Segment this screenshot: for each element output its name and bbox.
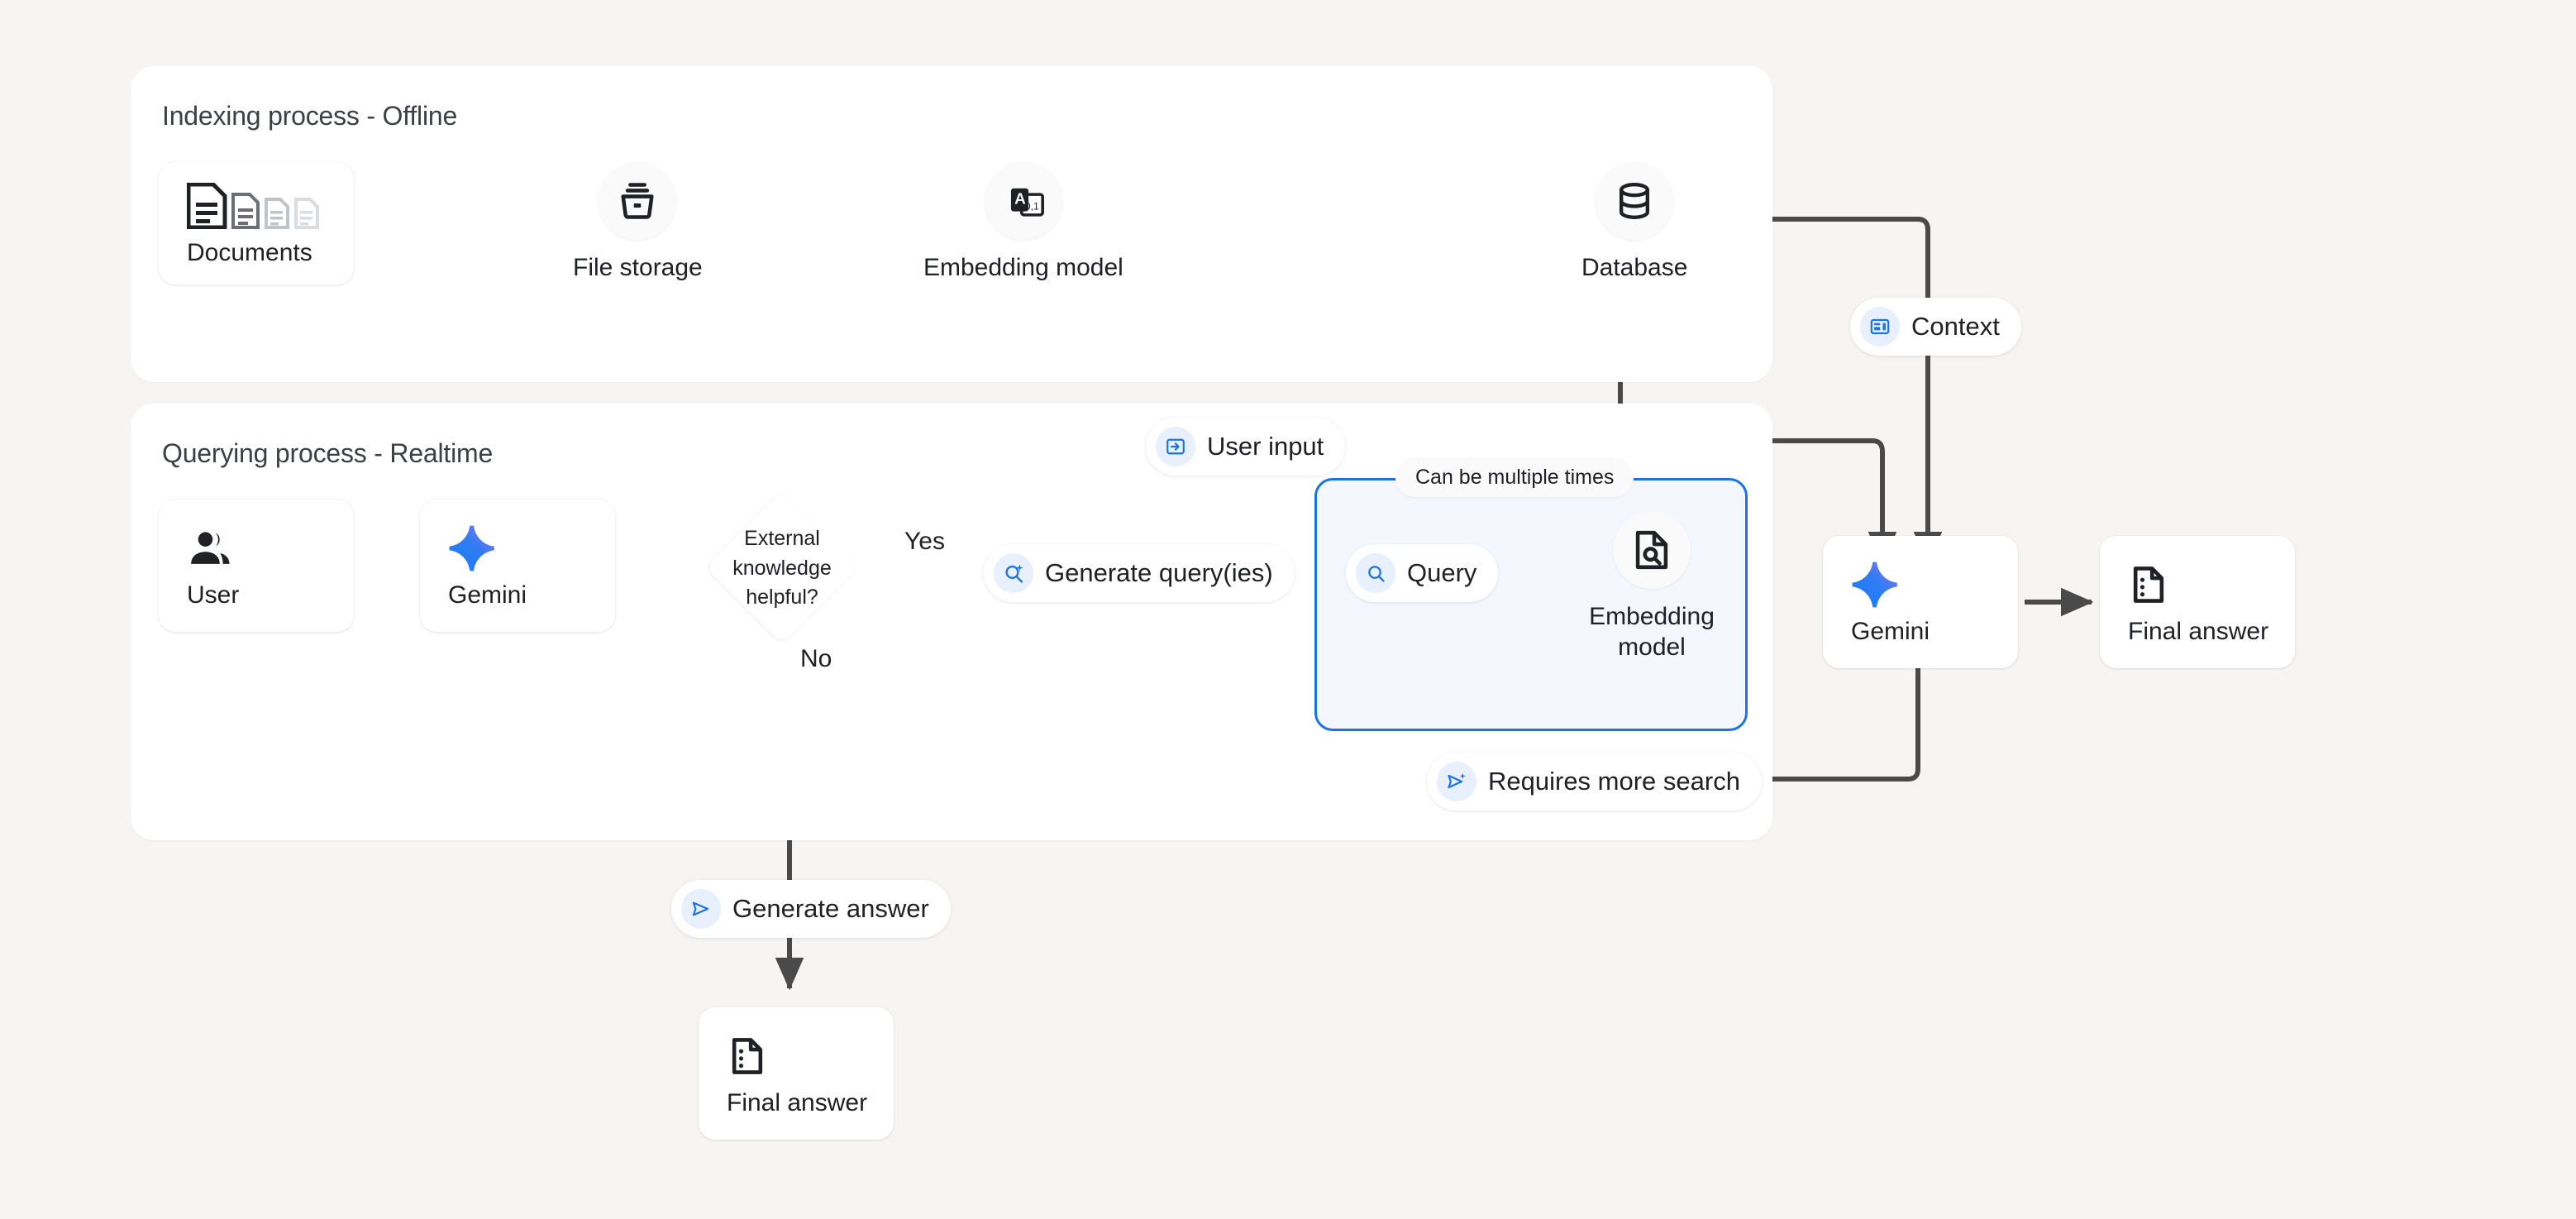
translate-a-01-icon: 0,1 A: [984, 162, 1062, 240]
pill-requires-more-search[interactable]: Requires more search: [1427, 753, 1762, 810]
node-gemini-2[interactable]: Gemini: [1823, 536, 2018, 668]
context-panel-icon: [1860, 307, 1900, 347]
panel-indexing-title: Indexing process - Offline: [162, 101, 458, 131]
pill-requires-more-search-label: Requires more search: [1488, 767, 1740, 796]
node-final-answer-2-label: Final answer: [727, 1089, 868, 1116]
node-embedding-model[interactable]: 0,1 A Embedding model: [923, 162, 1123, 284]
node-file-storage-label: File storage: [573, 254, 703, 281]
node-user[interactable]: User: [159, 500, 354, 632]
pill-generate-answer[interactable]: Generate answer: [671, 880, 951, 938]
node-final-answer[interactable]: Final answer: [2100, 536, 2295, 668]
search-sparkle-icon: [994, 553, 1033, 593]
pill-generate-answer-label: Generate answer: [732, 894, 929, 923]
send-icon: [681, 889, 721, 929]
branch-label-yes: Yes: [904, 528, 945, 555]
send-sparkle-icon: [1437, 762, 1476, 801]
branch-label-no: No: [800, 645, 832, 672]
loop-note-label: Can be multiple times: [1415, 466, 1615, 489]
node-gemini-1[interactable]: Gemini: [420, 500, 615, 632]
answer-doc-icon: [727, 1030, 894, 1083]
user-group-icon: [187, 522, 354, 575]
pill-context[interactable]: Context: [1850, 298, 2021, 356]
login-arrow-icon: [1156, 427, 1195, 466]
pill-generate-queries-label: Generate query(ies): [1045, 558, 1273, 587]
loop-note: Can be multiple times: [1395, 458, 1634, 497]
node-database[interactable]: Database: [1581, 162, 1687, 284]
gemini-sparkle-icon: [1851, 558, 2018, 611]
node-documents-label: Documents: [187, 239, 312, 266]
node-final-answer-2[interactable]: Final answer: [699, 1007, 894, 1140]
answer-doc-icon: [2128, 558, 2295, 611]
node-embedding-model-label: Embedding model: [923, 254, 1123, 281]
node-file-storage[interactable]: File storage: [573, 162, 703, 284]
pill-user-input[interactable]: User input: [1146, 418, 1346, 476]
gemini-sparkle-icon: [448, 522, 615, 575]
node-embedding-model-2-label: Embedding model: [1589, 603, 1715, 661]
pill-query[interactable]: Query: [1346, 544, 1499, 602]
file-storage-icon: [599, 162, 677, 240]
node-gemini-2-label: Gemini: [1851, 618, 1930, 645]
document-search-icon: [1613, 511, 1691, 589]
node-final-answer-label: Final answer: [2128, 618, 2269, 645]
node-gemini-1-label: Gemini: [448, 581, 527, 609]
documents-icon: [187, 179, 354, 232]
node-database-label: Database: [1581, 254, 1688, 281]
pill-context-label: Context: [1911, 312, 2000, 341]
decision-label: External knowledge helpful?: [732, 527, 832, 609]
pill-query-label: Query: [1407, 558, 1477, 587]
svg-text:0,1: 0,1: [1025, 200, 1039, 212]
node-user-label: User: [187, 581, 240, 609]
panel-indexing: [131, 66, 1772, 382]
panel-querying-title: Querying process - Realtime: [162, 438, 494, 468]
node-documents[interactable]: Documents: [159, 162, 354, 284]
database-icon: [1596, 162, 1674, 240]
decision-external-knowledge[interactable]: External knowledge helpful?: [704, 490, 860, 645]
svg-text:A: A: [1014, 191, 1026, 208]
search-icon: [1356, 553, 1395, 593]
node-embedding-model-2[interactable]: Embedding model: [1581, 511, 1722, 662]
pill-generate-queries[interactable]: Generate query(ies): [984, 544, 1295, 602]
pill-user-input-label: User input: [1207, 432, 1324, 461]
